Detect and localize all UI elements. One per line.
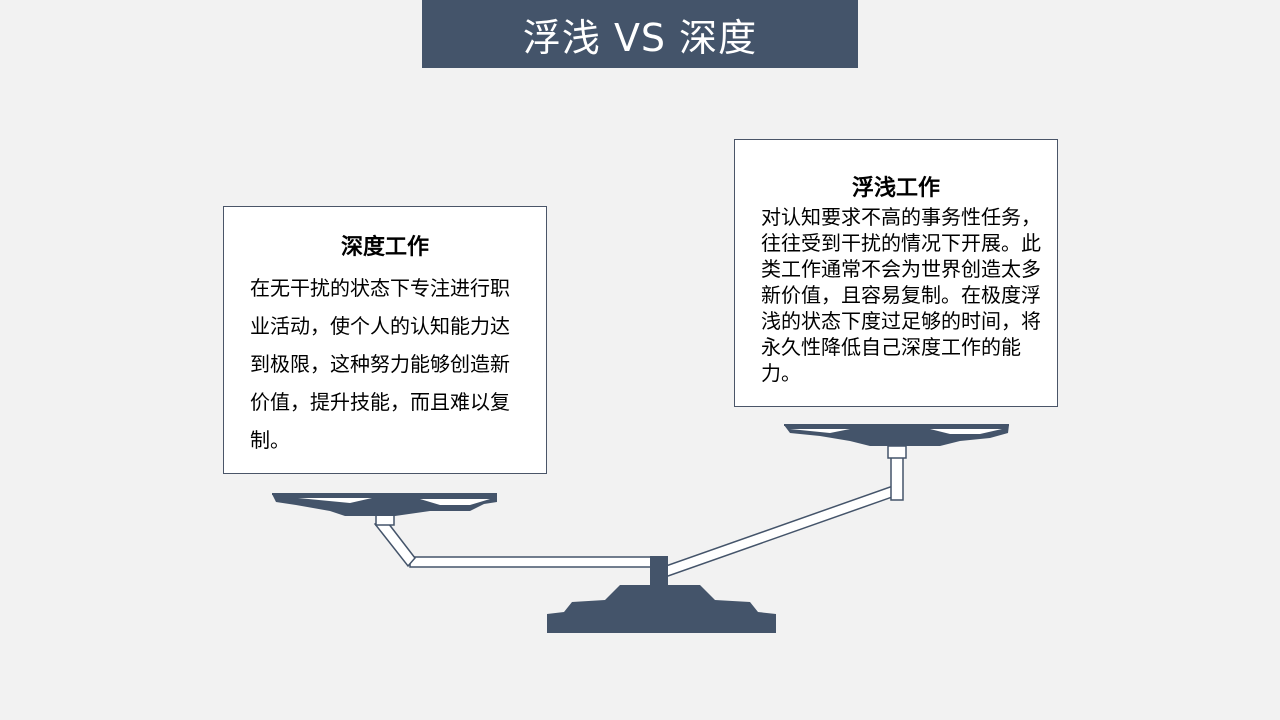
shallow-work-description: 对认知要求不高的事务性任务，往往受到干扰的情况下开展。此类工作通常不会为世界创造…: [761, 205, 1041, 385]
left-pan: [272, 493, 497, 516]
shallow-work-card: 浮浅工作 对认知要求不高的事务性任务，往往受到干扰的情况下开展。此类工作通常不会…: [734, 139, 1058, 407]
deep-work-description: 在无干扰的状态下专注进行职业活动，使个人的认知能力达到极限，这种努力能够创造新价…: [250, 276, 510, 452]
shallow-work-title: 浮浅工作: [851, 176, 940, 201]
deep-work-title: 深度工作: [340, 235, 429, 260]
page-title: 浮浅 VS 深度: [422, 0, 858, 68]
scale-base: [547, 556, 776, 633]
right-pan: [784, 424, 1009, 446]
deep-work-card: 深度工作 在无干扰的状态下专注进行职业活动，使个人的认知能力达到极限，这种努力能…: [223, 206, 547, 474]
